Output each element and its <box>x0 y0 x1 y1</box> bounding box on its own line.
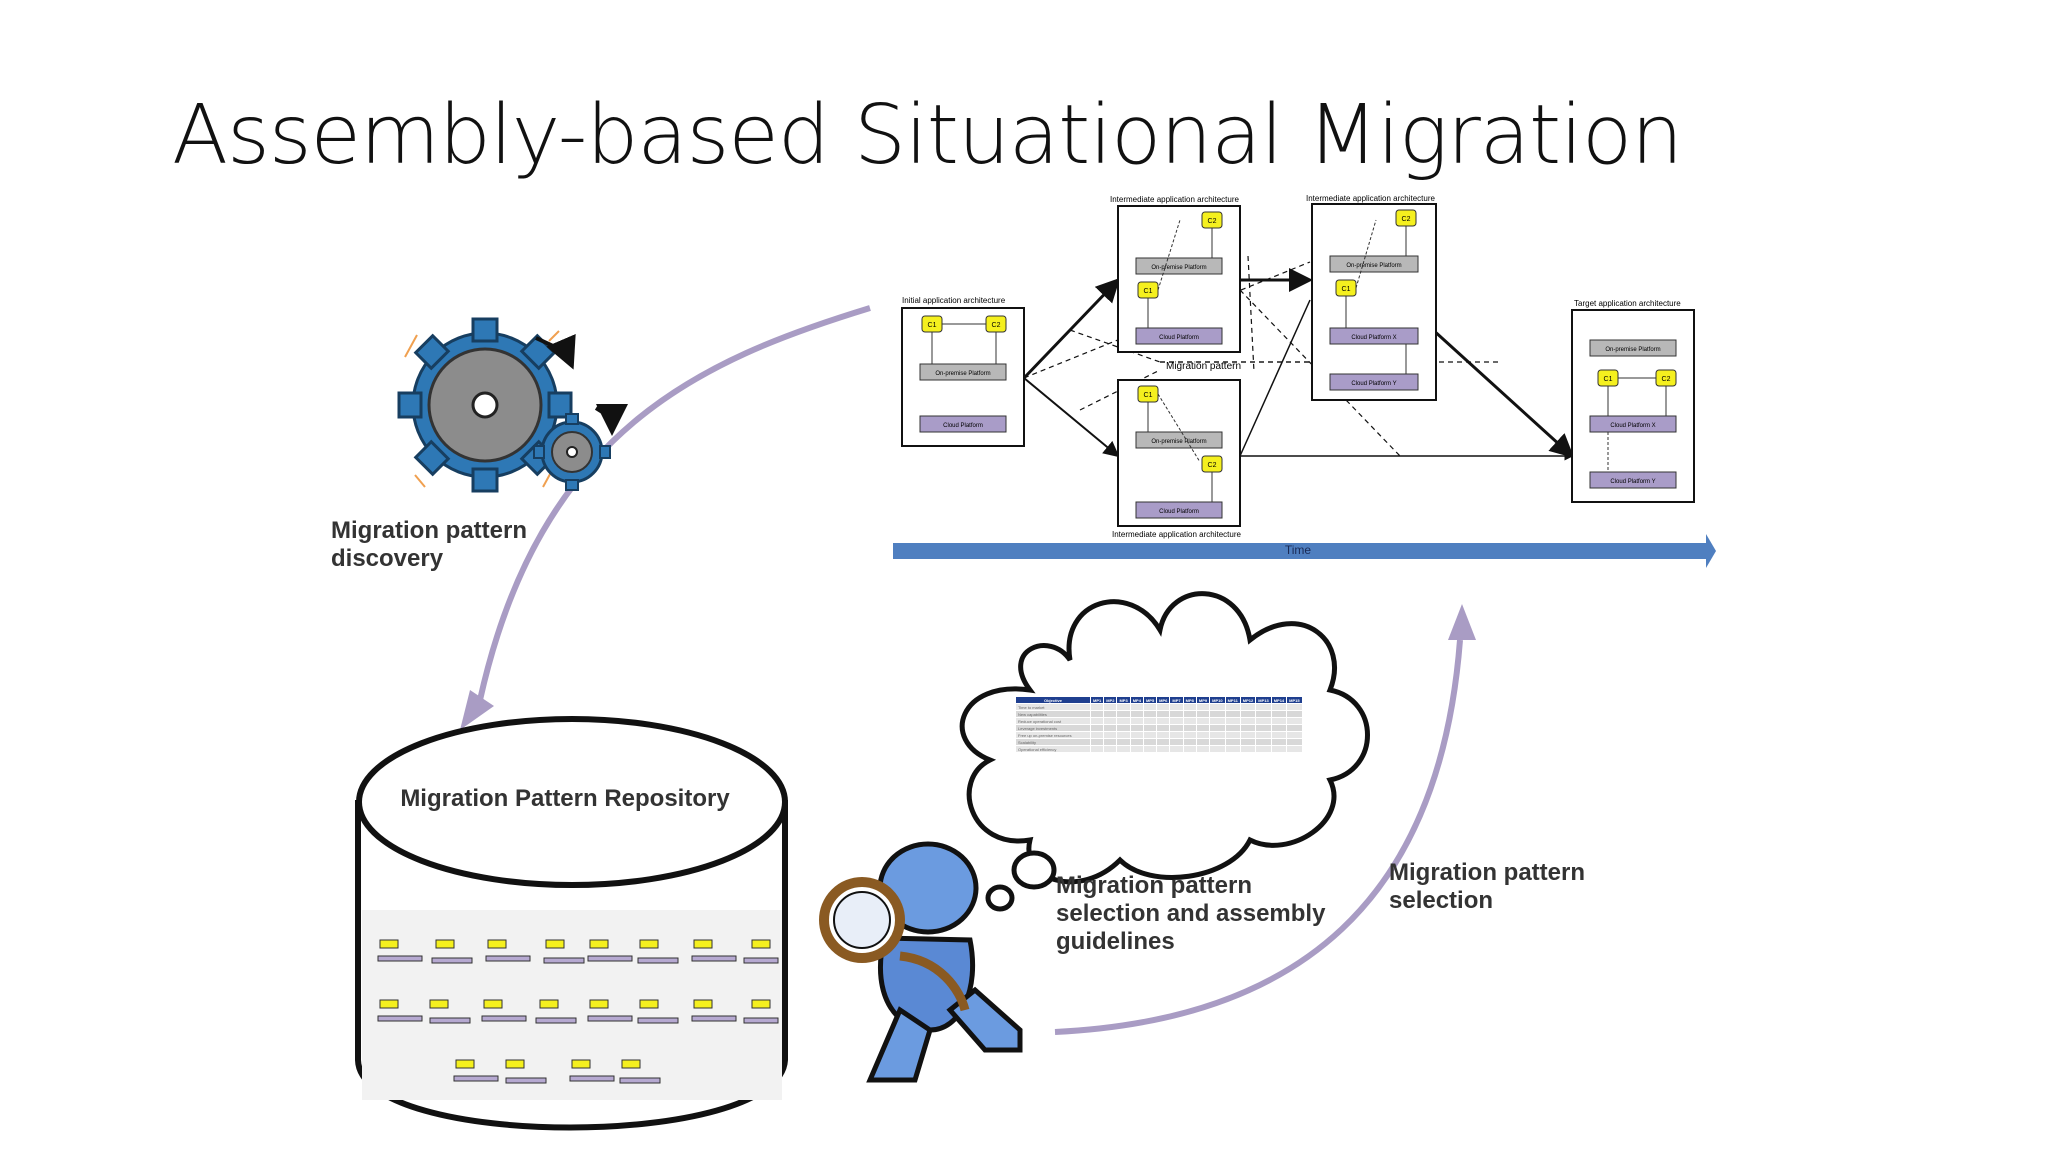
table-header-cell: MP13 <box>1255 696 1272 704</box>
int2-c2: C2 <box>1208 462 1217 469</box>
initial-c2: C2 <box>992 322 1001 329</box>
table-row-label: Reduce operational cost <box>1015 717 1091 725</box>
discovery-label: Migration pattern discovery <box>331 517 527 572</box>
table-row: Leverage investments <box>1015 724 1303 732</box>
table-header-cell: MP14 <box>1270 696 1288 704</box>
thumb-7 <box>587 999 679 1024</box>
initial-c1: C1 <box>928 322 937 329</box>
initial-cloud-label: Cloud Platform <box>943 423 983 429</box>
table-header-cell: MP10 <box>1209 696 1226 704</box>
table-header-cell: MP6 <box>1156 696 1171 704</box>
thumb-5 <box>377 999 471 1024</box>
thumb-10 <box>569 1059 661 1084</box>
initial-onprem-label: On-premise Platform <box>935 371 990 377</box>
table-header-cell: MP2 <box>1103 696 1118 704</box>
pattern-thumbnails <box>377 939 779 1084</box>
int2-c1: C1 <box>1144 392 1153 399</box>
intermediate-top-title: Intermediate application architecture <box>1110 195 1240 204</box>
table-row-label: Free up on-premise resources <box>1015 731 1091 739</box>
target-cloudy-label: Cloud Platform Y <box>1610 479 1655 485</box>
target-cloudx-label: Cloud Platform X <box>1610 423 1655 429</box>
selection-arrow <box>1054 604 1476 1035</box>
table-header-cell: MP1 <box>1089 696 1105 704</box>
table-header-cell: Objective <box>1015 696 1091 704</box>
table-header-cell: MP4 <box>1129 696 1144 704</box>
migration-pattern-label: Migration pattern <box>1166 361 1241 372</box>
int2-cloud-label: Cloud Platform <box>1159 509 1199 515</box>
selection-guidelines-label: Migration pattern selection and assembly… <box>1056 872 1326 955</box>
table-row: Free up on-premise resources <box>1015 731 1303 739</box>
intermediate-right-title: Intermediate application architecture <box>1306 194 1436 203</box>
person-magnifier-icon <box>819 841 1023 1083</box>
int3-c1: C1 <box>1342 286 1351 293</box>
int3-onprem-label: On-premise Platform <box>1346 263 1401 269</box>
thumb-8 <box>691 999 779 1024</box>
table-header-cell: MP9 <box>1195 696 1211 704</box>
int3-cloudx-label: Cloud Platform X <box>1351 335 1396 341</box>
target-c1: C1 <box>1604 376 1613 383</box>
target-c2: C2 <box>1662 376 1671 383</box>
thumb-1 <box>377 939 473 964</box>
table-header-cell: MP12 <box>1239 696 1257 704</box>
int3-cloudy-label: Cloud Platform Y <box>1351 381 1396 387</box>
table-row: Reduce operational cost <box>1015 717 1303 725</box>
thumb-9 <box>453 1059 547 1084</box>
objectives-table: Objective MP1 MP2 MP3 MP4 MP5 MP6 MP7 MP… <box>1015 696 1303 753</box>
int1-c2: C2 <box>1208 218 1217 225</box>
table-header-cell: MP7 <box>1169 696 1184 704</box>
table-header-cell: MP3 <box>1116 696 1131 704</box>
table-header-cell: MP15 <box>1286 696 1303 704</box>
target-onprem-label: On-premise Platform <box>1605 347 1660 353</box>
thumb-3 <box>587 939 679 964</box>
table-row-label: Scalability <box>1015 738 1091 746</box>
table-header-cell: MP5 <box>1142 696 1158 704</box>
table-row: New capabilities <box>1015 710 1303 718</box>
table-row: Operational efficiency <box>1015 745 1303 753</box>
table-header-cell: MP11 <box>1224 696 1241 704</box>
gears-icon <box>397 317 628 493</box>
target-arch-title: Target application architecture <box>1574 299 1681 308</box>
selection-label: Migration pattern selection <box>1389 859 1585 914</box>
table-row-label: Leverage investments <box>1015 724 1091 732</box>
table-row: Time to market <box>1015 703 1303 711</box>
int2-onprem-label: On-premise Platform <box>1151 439 1206 445</box>
thumb-6 <box>481 999 577 1024</box>
repository-title: Migration Pattern Repository <box>400 785 730 812</box>
thumb-4 <box>691 939 779 964</box>
table-header-cell: MP8 <box>1182 696 1197 704</box>
table-row-label: Time to market <box>1015 703 1091 711</box>
intermediate-bottom-title: Intermediate application architecture <box>1112 530 1242 539</box>
table-row-label: Operational efficiency <box>1015 745 1091 753</box>
table-header-row: Objective MP1 MP2 MP3 MP4 MP5 MP6 MP7 MP… <box>1015 696 1303 704</box>
table-row: Scalability <box>1015 738 1303 746</box>
slide-title: Assembly-based Situational Migration <box>172 88 1683 183</box>
int3-c2: C2 <box>1402 216 1411 223</box>
time-label: Time <box>1285 543 1312 557</box>
int1-c1: C1 <box>1144 288 1153 295</box>
int1-cloud-label: Cloud Platform <box>1159 335 1199 341</box>
discovery-arrow <box>460 305 871 730</box>
int1-onprem-label: On-premise Platform <box>1151 265 1206 271</box>
architecture-diagram: Initial application architecture On-prem… <box>893 194 1716 568</box>
initial-arch-title: Initial application architecture <box>902 296 1006 305</box>
thumb-2 <box>485 939 585 964</box>
table-row-label: New capabilities <box>1015 710 1091 718</box>
